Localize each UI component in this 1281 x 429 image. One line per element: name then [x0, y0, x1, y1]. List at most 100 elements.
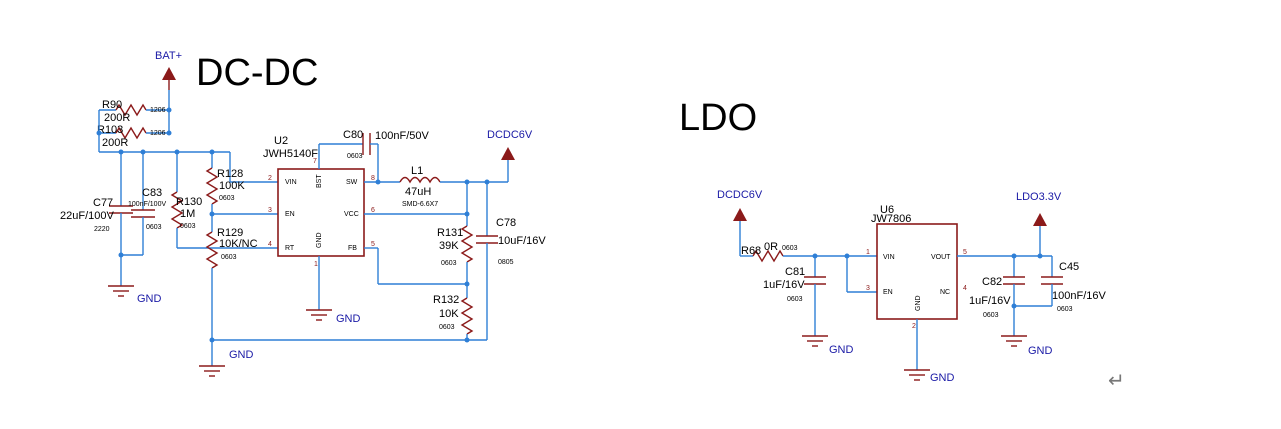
capacitor-c83: C83 100nF/100V 0603: [128, 152, 166, 255]
resistor-r132: R132 10K 0603: [433, 294, 474, 335]
capacitor-c45: C45 100nF/16V 0603: [1041, 261, 1106, 313]
svg-text:0603: 0603: [787, 296, 803, 303]
svg-text:EN: EN: [883, 289, 893, 296]
svg-text:4: 4: [963, 285, 967, 292]
svg-text:R130: R130: [176, 196, 202, 208]
svg-text:100nF/16V: 100nF/16V: [1052, 290, 1106, 302]
svg-text:200R: 200R: [104, 112, 130, 124]
svg-text:VCC: VCC: [344, 211, 359, 218]
svg-text:3: 3: [268, 207, 272, 214]
svg-text:3: 3: [866, 285, 870, 292]
ic-u6: U6 JW7806 VIN EN VOUT NC GND 1 3 5 4 2: [866, 204, 967, 330]
svg-text:200R: 200R: [102, 137, 128, 149]
svg-text:1: 1: [866, 249, 870, 256]
svg-text:0603: 0603: [221, 254, 237, 261]
ic-u2: U2 JWH5140F VIN EN RT SW VCC FB BST GND …: [263, 135, 375, 268]
svg-text:7: 7: [313, 158, 317, 165]
svg-text:0R: 0R: [764, 241, 778, 253]
resistor-r68: R68 0R 0603: [741, 241, 798, 263]
dcdc-section-title: DC-DC: [196, 52, 319, 94]
svg-text:0603: 0603: [441, 260, 457, 267]
svg-text:R103: R103: [97, 124, 123, 136]
gnd-symbol-2: GND: [199, 349, 254, 377]
svg-text:JWH5140F: JWH5140F: [263, 148, 318, 160]
svg-text:0603: 0603: [347, 153, 363, 160]
svg-text:0603: 0603: [180, 223, 196, 230]
svg-text:0603: 0603: [146, 224, 162, 231]
gnd-symbol-3: GND: [306, 309, 361, 325]
resistor-r128: R128 100K 0603: [205, 152, 245, 214]
svg-text:DCDC6V: DCDC6V: [487, 129, 533, 141]
svg-text:C45: C45: [1059, 261, 1079, 273]
svg-text:0805: 0805: [498, 259, 514, 266]
resistor-r103: R103 200R 1206: [97, 124, 169, 149]
dcdc6v-power-symbol-2: DCDC6V: [717, 189, 763, 221]
svg-text:2: 2: [268, 175, 272, 182]
svg-text:EN: EN: [285, 211, 295, 218]
bat-net-label: BAT+: [155, 50, 182, 62]
svg-text:39K: 39K: [439, 240, 459, 252]
gnd-symbol-1: GND: [108, 285, 162, 305]
svg-text:0603: 0603: [782, 245, 798, 252]
svg-text:GND: GND: [137, 293, 162, 305]
svg-text:10K/NC: 10K/NC: [219, 238, 258, 250]
svg-text:GND: GND: [915, 295, 922, 311]
svg-text:100nF/100V: 100nF/100V: [128, 201, 166, 208]
ldo33-power-symbol: LDO3.3V: [1016, 191, 1062, 226]
svg-text:8: 8: [371, 175, 375, 182]
bat-power-symbol: BAT+: [155, 50, 182, 90]
svg-text:GND: GND: [336, 313, 361, 325]
svg-text:C82: C82: [982, 276, 1002, 288]
svg-text:C81: C81: [785, 266, 805, 278]
inductor-l1: L1 47uH SMD-6.6X7: [399, 165, 441, 208]
resistor-r130: R130 1M 0603: [170, 152, 202, 248]
svg-text:VOUT: VOUT: [931, 254, 951, 261]
svg-text:6: 6: [371, 207, 375, 214]
svg-text:0603: 0603: [1057, 306, 1073, 313]
svg-text:R132: R132: [433, 294, 459, 306]
svg-text:1: 1: [314, 261, 318, 268]
svg-text:0603: 0603: [219, 195, 235, 202]
svg-text:GND: GND: [1028, 345, 1053, 357]
svg-text:5: 5: [963, 249, 967, 256]
svg-text:DCDC6V: DCDC6V: [717, 189, 763, 201]
svg-text:2: 2: [912, 323, 916, 330]
svg-text:FB: FB: [348, 245, 357, 252]
svg-text:C83: C83: [142, 187, 162, 199]
svg-text:BST: BST: [316, 174, 323, 188]
resistor-r90: R90 200R 1206: [99, 99, 169, 124]
svg-text:L1: L1: [411, 165, 423, 177]
svg-text:JW7806: JW7806: [871, 213, 911, 225]
svg-text:VIN: VIN: [883, 254, 895, 261]
capacitor-c80: C80 100nF/50V 0603: [343, 129, 429, 160]
svg-text:22uF/100V: 22uF/100V: [60, 210, 114, 222]
svg-text:R128: R128: [217, 168, 243, 180]
svg-text:1M: 1M: [180, 208, 195, 220]
svg-text:100K: 100K: [219, 180, 245, 192]
svg-text:4: 4: [268, 241, 272, 248]
svg-text:SW: SW: [346, 179, 358, 186]
svg-text:0603: 0603: [983, 312, 999, 319]
svg-text:C78: C78: [496, 217, 516, 229]
svg-text:U6: U6: [880, 204, 894, 216]
resistor-r131: R131 39K 0603: [437, 225, 474, 267]
ldo-section-title: LDO: [679, 97, 758, 139]
svg-text:C80: C80: [343, 129, 363, 141]
svg-text:RT: RT: [285, 245, 295, 252]
svg-text:R131: R131: [437, 227, 463, 239]
svg-text:C77: C77: [93, 197, 113, 209]
svg-text:R129: R129: [217, 227, 243, 239]
resistor-r129: R129 10K/NC 0603: [205, 214, 258, 340]
return-arrow-icon: ↵: [1108, 368, 1125, 392]
svg-text:5: 5: [371, 241, 375, 248]
svg-text:1uF/16V: 1uF/16V: [763, 279, 805, 291]
svg-text:GND: GND: [829, 344, 854, 356]
svg-text:1uF/16V: 1uF/16V: [969, 295, 1011, 307]
gnd-symbol-6: GND: [1001, 335, 1053, 357]
svg-text:10K: 10K: [439, 308, 459, 320]
capacitor-c81: C81 1uF/16V 0603: [763, 266, 826, 303]
svg-text:SMD-6.6X7: SMD-6.6X7: [402, 201, 438, 208]
svg-text:LDO3.3V: LDO3.3V: [1016, 191, 1062, 203]
